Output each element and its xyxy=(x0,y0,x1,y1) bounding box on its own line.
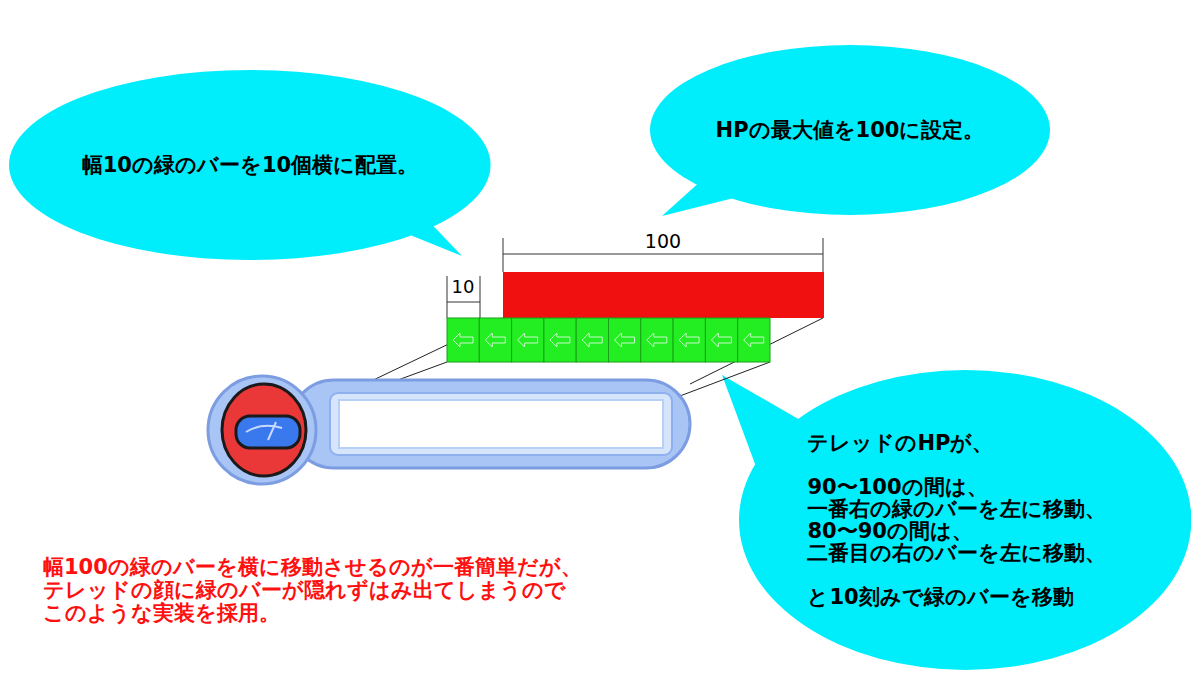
dimension-label: 100 xyxy=(645,231,681,252)
green-bar xyxy=(447,318,479,362)
bubble-ellipse xyxy=(9,70,491,260)
dimension-line xyxy=(503,254,823,255)
face-head xyxy=(222,384,306,476)
green-bar xyxy=(479,318,511,362)
green-bar xyxy=(576,318,608,362)
green-bar xyxy=(705,318,737,362)
bubble-text: 幅10の緑のバーを10個横に配置。 xyxy=(82,154,418,176)
dimension-tick xyxy=(447,276,448,318)
dimension-line xyxy=(447,302,480,303)
dimension-10 xyxy=(447,276,480,318)
bubble-line: HPの最大値を100に設定。 xyxy=(716,119,985,141)
bubble-ellipse xyxy=(650,45,1050,215)
gauge-track xyxy=(339,400,663,448)
gauge-frame xyxy=(290,380,690,468)
face-ring xyxy=(208,376,316,484)
green-bar xyxy=(512,318,544,362)
bubble-text: HPの最大値を100に設定。 xyxy=(716,119,985,141)
guide-line xyxy=(690,318,823,384)
speech-bubble: HPの最大値を100に設定。 xyxy=(650,45,1050,215)
gauge-inner-frame xyxy=(330,393,672,455)
speech-bubble: 幅10の緑のバーを10個横に配置。 xyxy=(9,70,491,260)
green-bar xyxy=(641,318,673,362)
visor-shine xyxy=(246,422,282,440)
green-bar xyxy=(544,318,576,362)
green-bar xyxy=(609,318,641,362)
dimension-tick xyxy=(503,238,504,272)
speech-bubble: テレッドのHPが、 90〜100の間は、 一番右の緑のバーを左に移動、 80〜90… xyxy=(739,370,1191,670)
bubble-line: テレッドのHPが、 xyxy=(807,432,1122,454)
bubble-line: 幅10の緑のバーを10個横に配置。 xyxy=(82,154,418,176)
face-visor xyxy=(236,416,300,448)
dimension-tick xyxy=(823,238,824,272)
green-bars xyxy=(447,318,770,362)
note-text: 幅100の緑のバーを横に移動させるのが一番簡単だが、 テレッドの顔に緑のバーが隠… xyxy=(43,556,589,625)
red-bar xyxy=(503,272,824,318)
dimension-label: 10 xyxy=(452,277,475,297)
bubble-line: 90〜100の間は、 一番右の緑のバーを左に移動、 80〜90の間は、 二番目の… xyxy=(807,476,1122,564)
hp-gauge xyxy=(208,376,690,484)
bubble-line: と10刻みで緑のバーを移動 xyxy=(807,586,1122,608)
bubble-text: テレッドのHPが、 90〜100の間は、 一番右の緑のバーを左に移動、 80〜90… xyxy=(807,432,1122,608)
dimension-tick xyxy=(480,276,481,318)
green-bar xyxy=(673,318,705,362)
bubble-ellipse xyxy=(739,370,1191,670)
green-bar xyxy=(738,318,770,362)
